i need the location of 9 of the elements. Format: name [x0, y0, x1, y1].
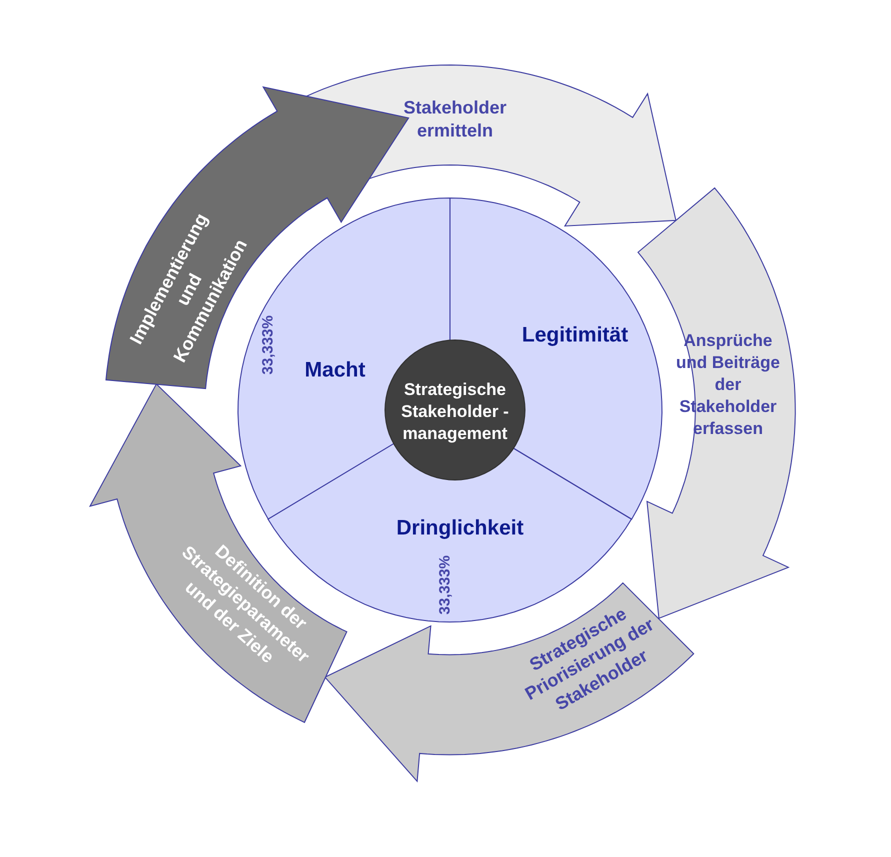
- sector-label: Macht: [304, 357, 366, 384]
- sector-label: Legitimität: [522, 322, 628, 348]
- cycle-arrow: [638, 188, 795, 619]
- arrow-label: Stakeholder ermitteln: [402, 96, 508, 143]
- center-label: Strategische Stakeholder -management: [400, 378, 510, 446]
- cycle-arrow: [90, 384, 346, 723]
- percent-label: 33,333%: [435, 555, 454, 615]
- percent-label: 33,333%: [258, 315, 278, 375]
- sector-label: Dringlichkeit: [396, 515, 524, 542]
